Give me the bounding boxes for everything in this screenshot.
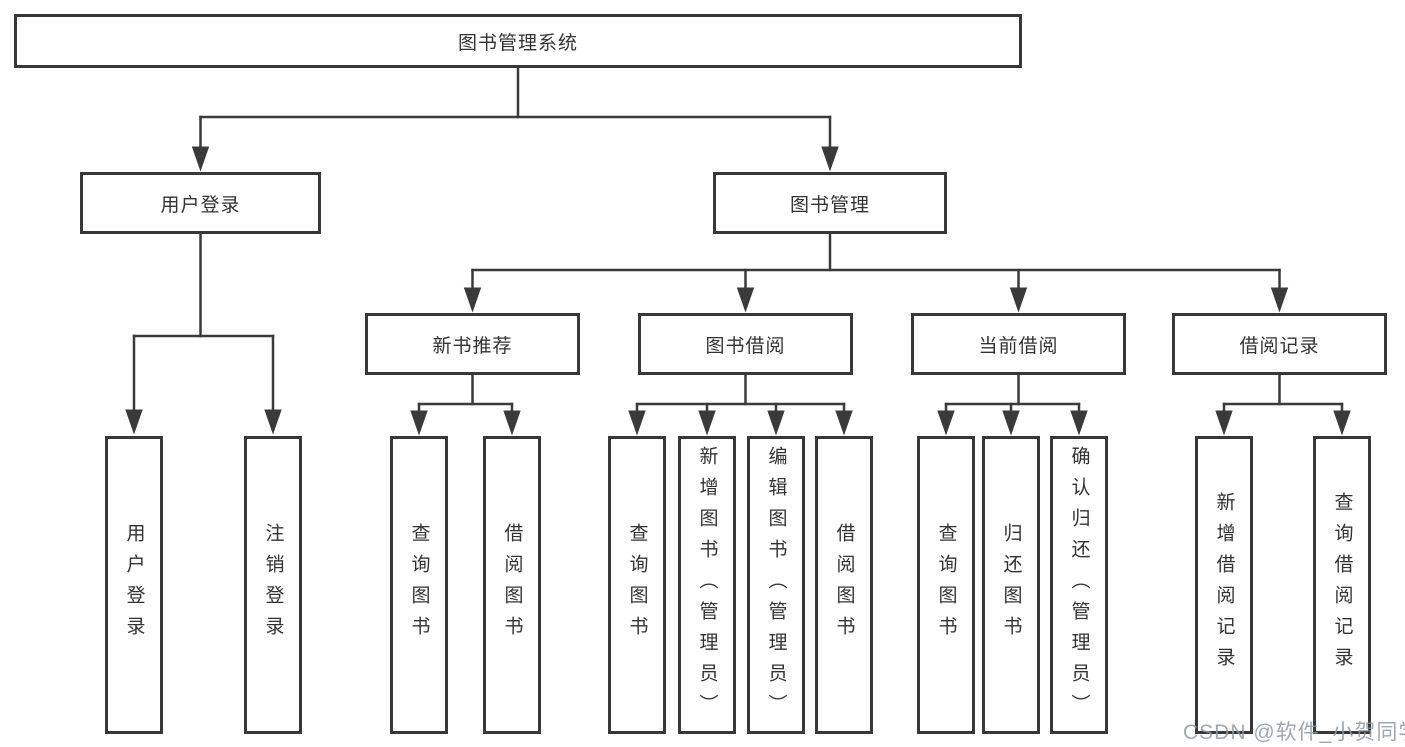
arrowhead-icon bbox=[410, 410, 428, 436]
leaf-label: 查询图书 bbox=[408, 523, 430, 647]
leaf-label: 查询借阅记录 bbox=[1331, 492, 1353, 678]
csdn-watermark: CSDN @软件_小贺同学 bbox=[1183, 721, 1405, 744]
leaf-label: 用户登录 bbox=[123, 523, 145, 647]
node-borrow-records: 借阅记录 bbox=[1172, 313, 1387, 375]
connector-records-to-leaves bbox=[1222, 373, 1344, 418]
node-book-management-branch: 图书管理 bbox=[713, 172, 947, 234]
leaf-label: 确认归还（管理员） bbox=[1068, 445, 1090, 725]
leaf-label: 查询图书 bbox=[935, 523, 957, 647]
leaf-label: 新增图书（管理员） bbox=[696, 445, 718, 725]
leaf-user-login: 用户登录 bbox=[105, 436, 163, 734]
leaf-label: 新增借阅记录 bbox=[1213, 492, 1235, 678]
leaf-recommend-query-books: 查询图书 bbox=[390, 436, 448, 734]
arrowhead-icon bbox=[835, 410, 853, 436]
arrowhead-icon bbox=[503, 410, 521, 436]
leaf-borrow-query-books: 查询图书 bbox=[608, 436, 666, 734]
node-current-borrow: 当前借阅 bbox=[911, 313, 1126, 375]
arrowhead-icon bbox=[1333, 410, 1351, 436]
arrowhead-icon bbox=[736, 287, 755, 313]
connector-mgmt-to-level3 bbox=[471, 232, 1281, 295]
node-book-borrow: 图书借阅 bbox=[638, 313, 853, 375]
node-user-login-branch: 用户登录 bbox=[80, 172, 321, 234]
leaf-label: 注销登录 bbox=[262, 523, 284, 647]
leaf-edit-books-admin: 编辑图书（管理员） bbox=[747, 436, 805, 734]
node-new-book-recommend: 新书推荐 bbox=[365, 313, 580, 375]
arrowheads bbox=[125, 146, 1351, 436]
leaf-label: 编辑图书（管理员） bbox=[765, 445, 787, 725]
connector-borrow-to-leaves bbox=[635, 373, 846, 418]
node-library-management-system: 图书管理系统 bbox=[14, 14, 1022, 68]
leaf-query-borrow-record: 查询借阅记录 bbox=[1313, 436, 1371, 734]
leaf-current-query-books: 查询图书 bbox=[917, 436, 975, 734]
connector-recommend-to-leaves bbox=[417, 373, 514, 418]
leaf-label: 借阅图书 bbox=[501, 523, 523, 647]
arrowhead-icon bbox=[264, 409, 282, 435]
arrowhead-icon bbox=[1215, 410, 1233, 436]
leaf-confirm-return-admin: 确认归还（管理员） bbox=[1050, 436, 1108, 734]
arrowhead-icon bbox=[698, 410, 716, 436]
leaf-logout: 注销登录 bbox=[244, 436, 302, 734]
leaf-borrow-books: 借阅图书 bbox=[815, 436, 873, 734]
arrowhead-icon bbox=[937, 410, 955, 436]
arrowhead-icon bbox=[1002, 410, 1020, 436]
connector-login-to-leaves bbox=[132, 232, 275, 416]
leaf-label: 查询图书 bbox=[626, 523, 648, 647]
arrowhead-icon bbox=[125, 409, 143, 435]
leaf-add-books-admin: 新增图书（管理员） bbox=[678, 436, 736, 734]
arrowhead-icon bbox=[463, 287, 482, 313]
arrowhead-icon bbox=[767, 410, 785, 436]
leaf-recommend-borrow-books: 借阅图书 bbox=[483, 436, 541, 734]
arrowhead-icon bbox=[191, 146, 210, 172]
arrowhead-icon bbox=[1009, 287, 1028, 313]
leaf-label: 归还图书 bbox=[1000, 523, 1022, 647]
connector-root-to-level2 bbox=[199, 64, 832, 152]
arrowhead-icon bbox=[1270, 287, 1289, 313]
leaf-label: 借阅图书 bbox=[833, 523, 855, 647]
arrowhead-icon bbox=[628, 410, 646, 436]
arrowhead-icon bbox=[1070, 410, 1088, 436]
arrowhead-icon bbox=[821, 146, 839, 172]
leaf-add-borrow-record: 新增借阅记录 bbox=[1195, 436, 1253, 734]
leaf-return-books: 归还图书 bbox=[982, 436, 1040, 734]
connector-current-to-leaves bbox=[944, 373, 1081, 418]
